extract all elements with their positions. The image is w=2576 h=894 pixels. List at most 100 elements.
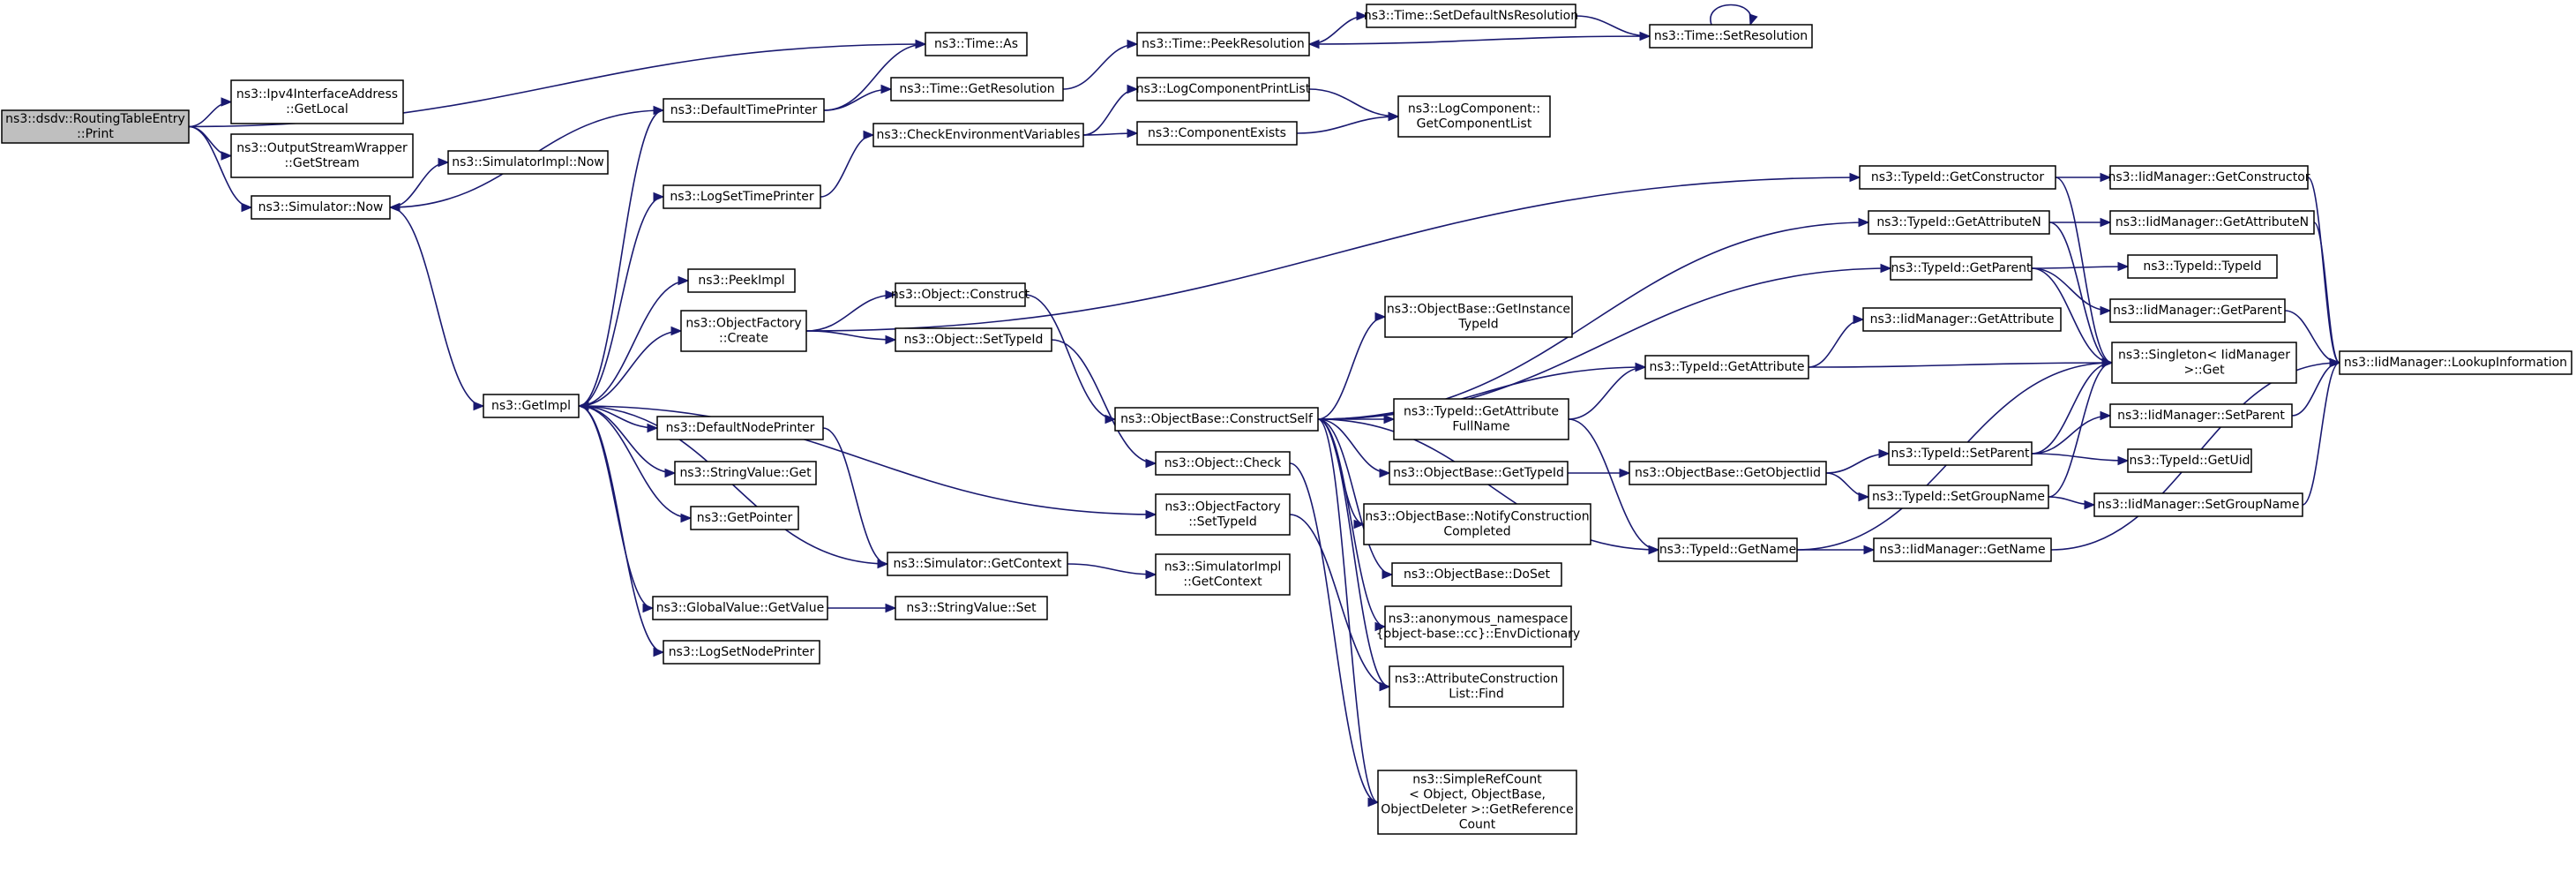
function-node[interactable]: ns3::OutputStreamWrapper::GetStream bbox=[230, 133, 414, 178]
edge-arrowhead bbox=[2100, 410, 2112, 421]
function-node[interactable]: ns3::StringValue::Get bbox=[674, 461, 817, 485]
call-edge bbox=[1568, 362, 1647, 420]
function-node[interactable]: ns3::TypeId::GetName bbox=[1658, 537, 1798, 562]
node-box bbox=[652, 596, 828, 620]
function-node[interactable]: ns3::PeekImpl bbox=[687, 268, 796, 293]
function-node[interactable]: ns3::Time::SetDefaultNsResolution bbox=[1364, 4, 1578, 28]
function-node[interactable]: ns3::ObjectBase::ConstructSelf bbox=[1114, 407, 1319, 432]
function-node[interactable]: ns3::GlobalValue::GetValue bbox=[652, 596, 828, 620]
function-node[interactable]: ns3::DefaultTimePrinter bbox=[663, 98, 825, 123]
function-node[interactable]: ns3::TypeId::GetParent bbox=[1890, 256, 2033, 281]
function-node[interactable]: ns3::SimulatorImpl::GetContext bbox=[1155, 553, 1291, 596]
edge-line bbox=[2031, 415, 2111, 455]
edge-arrowhead bbox=[915, 39, 927, 49]
function-node[interactable]: ns3::TypeId::GetAttribute bbox=[1644, 355, 1809, 379]
edge-line bbox=[1825, 472, 1869, 498]
node-label: ns3::anonymous_namespace bbox=[1389, 612, 1569, 627]
function-node[interactable]: ns3::Time::GetResolution bbox=[890, 77, 1064, 101]
node-box bbox=[1862, 307, 2062, 332]
function-node[interactable]: ns3::IidManager::GetParent bbox=[2109, 298, 2286, 323]
function-node[interactable]: ns3::LogComponent::GetComponentList bbox=[1397, 95, 1551, 138]
function-node[interactable]: ns3::Time::SetResolution bbox=[1649, 24, 1813, 49]
edge-arrowhead bbox=[877, 559, 889, 569]
function-node[interactable]: ns3::Object::SetTypeId bbox=[895, 327, 1052, 352]
function-node[interactable]: ns3::TypeId::GetAttributeN bbox=[1868, 210, 2050, 235]
function-node[interactable]: ns3::CheckEnvironmentVariables bbox=[872, 123, 1084, 147]
node-box bbox=[887, 552, 1068, 576]
root-function-node[interactable]: ns3::dsdv::RoutingTableEntry::Print bbox=[1, 109, 190, 144]
node-box bbox=[1391, 562, 1562, 587]
edge-line bbox=[1710, 4, 1752, 26]
call-edge bbox=[2031, 410, 2112, 455]
node-label: ::SetTypeId bbox=[1188, 515, 1257, 530]
call-edge bbox=[1825, 448, 1891, 474]
edge-line bbox=[805, 177, 1861, 332]
function-node[interactable]: ns3::GetPointer bbox=[690, 506, 799, 530]
edge-arrowhead bbox=[1858, 217, 1870, 228]
function-node[interactable]: ns3::ObjectBase::NotifyConstructionCompl… bbox=[1363, 503, 1591, 545]
edge-arrowhead bbox=[1382, 569, 1394, 580]
function-node[interactable]: ns3::Ipv4InterfaceAddress::GetLocal bbox=[230, 79, 404, 124]
node-label: ns3::TypeId::GetConstructor bbox=[1871, 170, 2044, 184]
edge-line bbox=[1082, 88, 1138, 136]
function-node[interactable]: ns3::Simulator::GetContext bbox=[887, 552, 1068, 576]
function-node[interactable]: ns3::IidManager::GetName bbox=[1873, 537, 2052, 562]
function-node[interactable]: ns3::Time::As bbox=[925, 32, 1028, 56]
node-box bbox=[1393, 398, 1569, 440]
node-label: ns3::CheckEnvironmentVariables bbox=[877, 128, 1081, 142]
function-node[interactable]: ns3::TypeId::SetGroupName bbox=[1868, 485, 2049, 509]
function-node[interactable]: ns3::GetImpl bbox=[483, 394, 580, 418]
call-edge bbox=[2056, 172, 2112, 183]
function-node[interactable]: ns3::IidManager::LookupInformation bbox=[2339, 350, 2572, 375]
function-node[interactable]: ns3::ObjectFactory::Create bbox=[680, 310, 807, 352]
function-node[interactable]: ns3::TypeId::SetParent bbox=[1888, 441, 2033, 466]
edge-arrowhead bbox=[653, 647, 665, 657]
node-label: ns3::IidManager::GetAttribute bbox=[1870, 312, 2055, 327]
function-node[interactable]: ns3::Simulator::Now bbox=[251, 195, 391, 220]
node-box bbox=[925, 32, 1028, 56]
node-box bbox=[890, 77, 1064, 101]
function-node[interactable]: ns3::LogSetNodePrinter bbox=[663, 640, 820, 665]
function-node[interactable]: ns3::LogSetTimePrinter bbox=[663, 184, 821, 209]
function-node[interactable]: ns3::IidManager::SetParent bbox=[2109, 403, 2293, 428]
function-node[interactable]: ns3::ObjectBase::DoSet bbox=[1391, 562, 1562, 587]
function-node[interactable]: ns3::Object::Check bbox=[1155, 451, 1291, 476]
node-box bbox=[1644, 355, 1809, 379]
edge-line bbox=[578, 405, 664, 653]
node-box bbox=[1155, 451, 1291, 476]
function-node[interactable]: ns3::TypeId::GetUid bbox=[2127, 448, 2252, 473]
edge-arrowhead bbox=[1367, 797, 1380, 808]
edge-arrowhead bbox=[1635, 362, 1647, 372]
node-box bbox=[1, 109, 190, 144]
call-edge bbox=[2291, 357, 2341, 417]
function-node[interactable]: ns3::Object::Construct bbox=[891, 282, 1030, 307]
function-node[interactable]: ns3::SimpleRefCount< Object, ObjectBase,… bbox=[1377, 770, 1577, 835]
function-node[interactable]: ns3::TypeId::TypeId bbox=[2127, 254, 2278, 279]
function-node[interactable]: ns3::IidManager::GetConstructor bbox=[2108, 165, 2310, 190]
edge-arrowhead bbox=[1379, 681, 1391, 692]
function-node[interactable]: ns3::Time::PeekResolution bbox=[1136, 32, 1310, 56]
function-node[interactable]: ns3::ObjectBase::GetTypeId bbox=[1389, 461, 1569, 485]
function-node[interactable]: ns3::TypeId::GetConstructor bbox=[1859, 165, 2056, 190]
function-node[interactable]: ns3::IidManager::GetAttributeN bbox=[2109, 210, 2315, 235]
edge-line bbox=[2302, 362, 2340, 506]
function-node[interactable]: ns3::SimulatorImpl::Now bbox=[447, 150, 609, 175]
function-node[interactable]: ns3::ObjectBase::GetObjectIid bbox=[1629, 461, 1827, 485]
function-node[interactable]: ns3::DefaultNodePrinter bbox=[656, 416, 824, 440]
function-node[interactable]: ns3::LogComponentPrintList bbox=[1136, 77, 1311, 101]
function-node[interactable]: ns3::anonymous_namespace{object-base::cc… bbox=[1376, 605, 1580, 648]
node-label: ns3::TypeId::GetAttribute bbox=[1650, 360, 1805, 374]
function-node[interactable]: ns3::StringValue::Set bbox=[895, 596, 1048, 620]
function-node[interactable]: ns3::Singleton< IidManager>::Get bbox=[2111, 342, 2297, 384]
call-edge bbox=[1808, 314, 1865, 368]
function-node[interactable]: ns3::ObjectFactory::SetTypeId bbox=[1155, 493, 1291, 536]
function-node[interactable]: ns3::IidManager::SetGroupName bbox=[2093, 492, 2303, 517]
node-label: ns3::Object::SetTypeId bbox=[904, 333, 1044, 347]
node-label: ns3::IidManager::SetGroupName bbox=[2098, 498, 2300, 512]
function-node[interactable]: ns3::ComponentExists bbox=[1136, 121, 1298, 146]
edge-arrowhead bbox=[1307, 39, 1320, 49]
function-node[interactable]: ns3::IidManager::GetAttribute bbox=[1862, 307, 2062, 332]
